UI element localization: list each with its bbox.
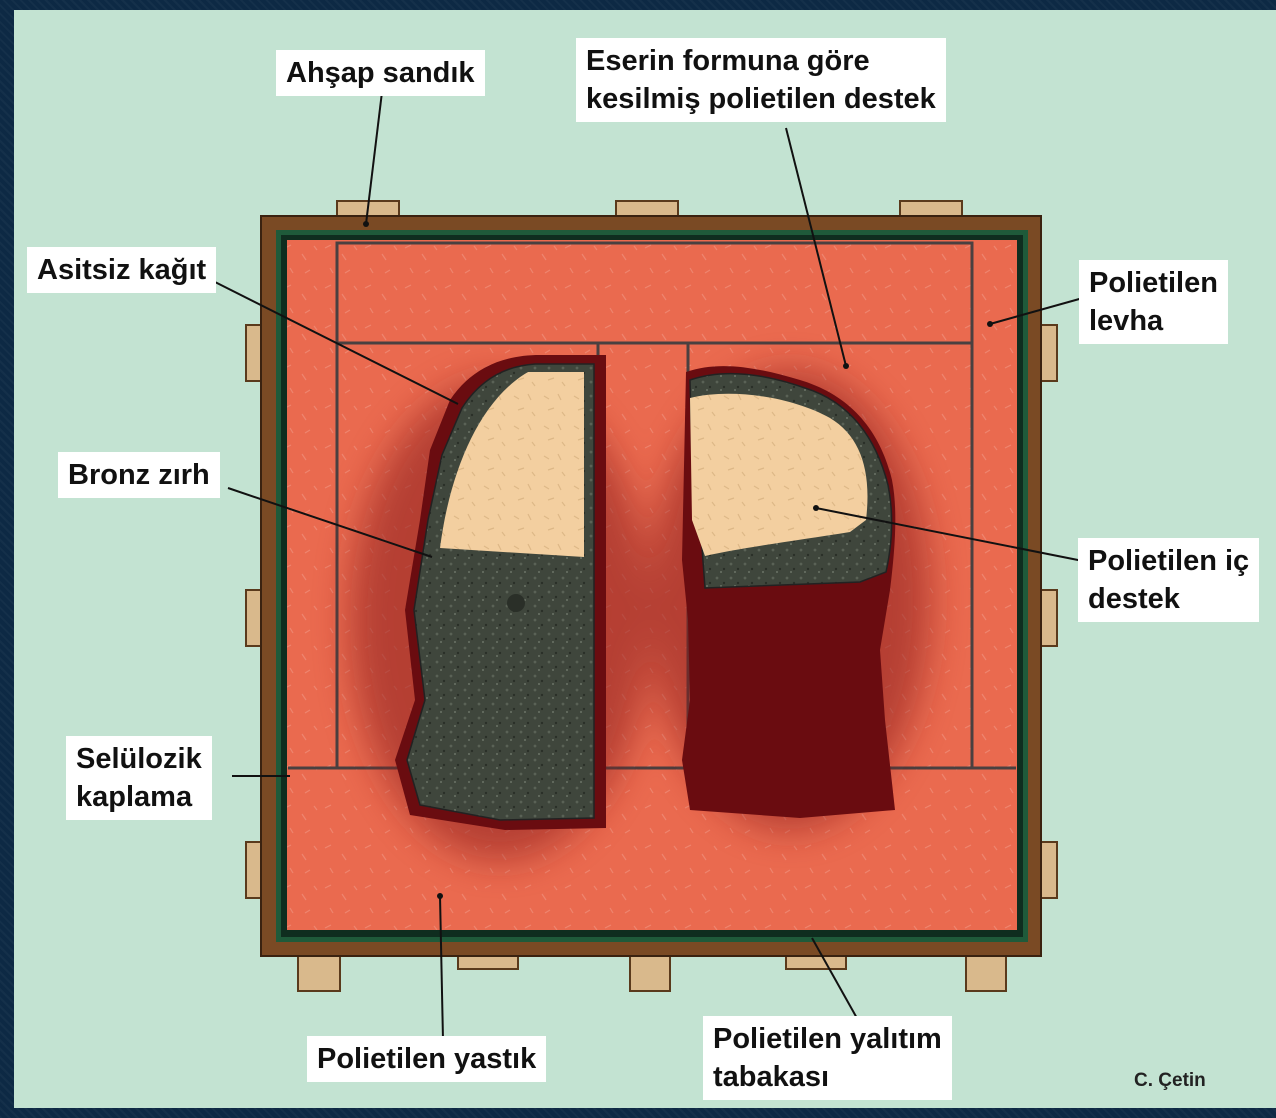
label-selulozik-kaplama: Selülozik kaplama xyxy=(66,736,212,820)
label-polietilen-ic-destek: Polietilen iç destek xyxy=(1078,538,1259,622)
label-selulozik-kaplama-line2: kaplama xyxy=(76,778,202,816)
label-eserin-formuna-line2: kesilmiş polietilen destek xyxy=(586,80,936,118)
label-asitsiz-kagit: Asitsiz kağıt xyxy=(27,247,216,293)
label-selulozik-kaplama-line1: Selülozik xyxy=(76,740,202,778)
label-eserin-formuna: Eserin formuna göre kesilmiş polietilen … xyxy=(576,38,946,122)
label-ahsap-sandik-text: Ahşap sandık xyxy=(286,57,475,89)
label-polietilen-yalitim-line1: Polietilen yalıtım xyxy=(713,1020,942,1058)
label-polietilen-yalitim: Polietilen yalıtım tabakası xyxy=(703,1016,952,1100)
label-polietilen-yastik-text: Polietilen yastık xyxy=(317,1043,536,1075)
label-polietilen-levha-line1: Polietilen xyxy=(1089,264,1218,302)
label-ahsap-sandik: Ahşap sandık xyxy=(276,50,485,96)
label-polietilen-levha-line2: levha xyxy=(1089,302,1218,340)
label-polietilen-yastik: Polietilen yastık xyxy=(307,1036,546,1082)
label-bronz-zirh: Bronz zırh xyxy=(58,452,220,498)
label-polietilen-yalitim-line2: tabakası xyxy=(713,1058,942,1096)
label-bronz-zirh-text: Bronz zırh xyxy=(68,459,210,491)
label-polietilen-ic-destek-line1: Polietilen iç xyxy=(1088,542,1249,580)
label-eserin-formuna-line1: Eserin formuna göre xyxy=(586,42,936,80)
label-polietilen-ic-destek-line2: destek xyxy=(1088,580,1249,618)
author-credit: C. Çetin xyxy=(1134,1070,1206,1092)
label-polietilen-levha: Polietilen levha xyxy=(1079,260,1228,344)
label-asitsiz-kagit-text: Asitsiz kağıt xyxy=(37,254,206,286)
